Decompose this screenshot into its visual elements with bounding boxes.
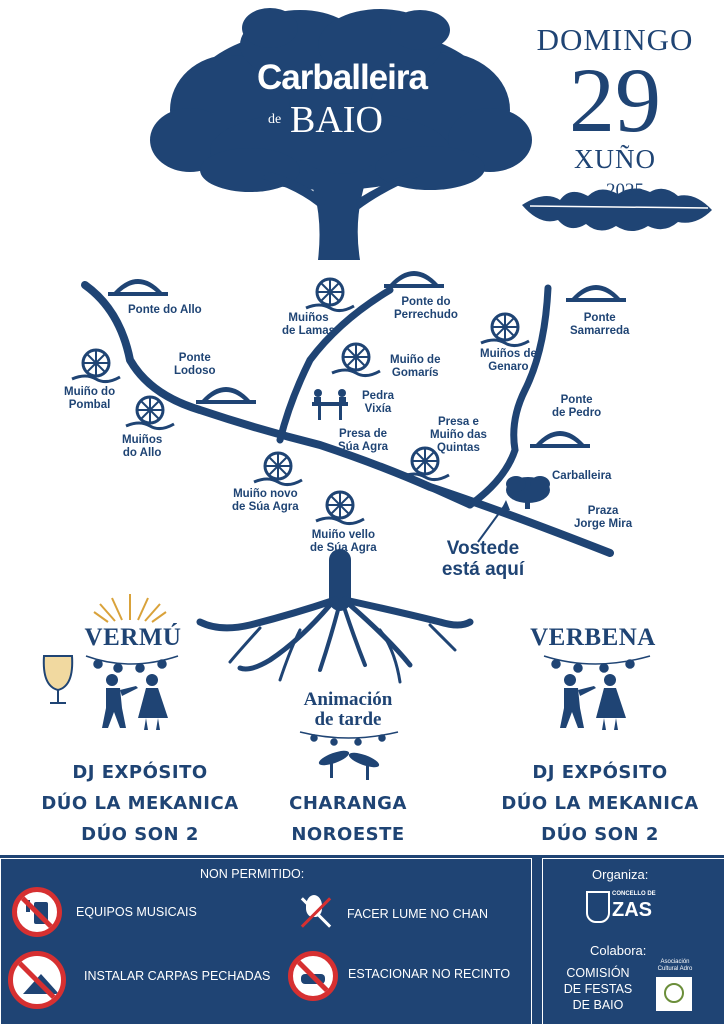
- here-arrow: [477, 500, 510, 543]
- watermill-icon: [331, 342, 381, 378]
- bridge-icon: [196, 387, 256, 404]
- act-item: DÚO SON 2: [81, 824, 199, 845]
- bridge-icon: [384, 271, 444, 288]
- poster-artwork: [42, 8, 712, 780]
- organiza-label: Organiza:: [592, 867, 649, 882]
- comision-label: COMISIÓN DE FESTAS DE BAIO: [563, 966, 633, 1012]
- map-label-ponte-samarreda: Ponte Samarreda: [570, 312, 630, 337]
- watermill-icon: [125, 395, 175, 431]
- watermill-icon: [71, 348, 121, 384]
- act-item: DÚO LA MEKANICA: [41, 793, 239, 814]
- title-de: de: [268, 112, 282, 127]
- event-vermu-title: VERMÚ: [84, 624, 182, 651]
- bridge-icon: [108, 279, 168, 296]
- concello-small-label: CONCELLO DE: [612, 891, 656, 897]
- date-year: 2025: [606, 180, 644, 201]
- event-tarde-acts: CHARANGA NOROESTE: [268, 788, 428, 850]
- map-label-carballeira: Carballeira: [552, 470, 612, 482]
- map-label-muinos-lamas: Muiños de Lamas: [282, 312, 336, 337]
- event-verbena-acts: DJ EXPÓSITO DÚO LA MEKANICA DÚO SON 2: [500, 757, 700, 850]
- picnic-table-icon: [312, 389, 348, 420]
- watermill-icon: [305, 277, 355, 313]
- event-vermu-acts: DJ EXPÓSITO DÚO LA MEKANICA DÚO SON 2: [40, 757, 240, 850]
- tree-roots-icon: [196, 549, 474, 684]
- footer: NON PERMITIDO: EQUIPOS MUSICAIS FACER LU…: [0, 855, 724, 1025]
- rule-item: EQUIPOS MUSICAIS: [76, 905, 197, 919]
- map-label-ponte-allo: Ponte do Allo: [128, 304, 202, 316]
- map-label-ponte-perrechudo: Ponte do Perrechudo: [394, 296, 458, 321]
- concello-label: ZAS: [612, 899, 652, 921]
- adro-logo: [656, 977, 692, 1011]
- title-place: BAIO: [290, 99, 383, 141]
- dancing-couple-icon: [102, 674, 168, 730]
- map-label-presa-quintas: Presa e Muiño das Quintas: [430, 416, 487, 454]
- small-tree-icon: [506, 476, 550, 509]
- rule-item: FACER LUME NO CHAN: [347, 907, 488, 921]
- act-item: CHARANGA: [289, 793, 407, 814]
- act-item: DJ EXPÓSITO: [72, 762, 208, 783]
- watermill-icon: [253, 451, 303, 487]
- act-item: DÚO SON 2: [541, 824, 659, 845]
- event-tarde-title: Animación de tarde: [303, 689, 393, 730]
- map-label-praza: Praza Jorge Mira: [574, 505, 633, 530]
- watermill-icon: [315, 490, 365, 526]
- map-label-muinos-allo: Muiños do Allo: [122, 434, 163, 459]
- asociacion-label: Asociación Cultural Adro: [657, 959, 693, 972]
- map-label-ponte-lodoso: Ponte Lodoso: [174, 352, 216, 377]
- date-weekday: DOMINGO: [536, 22, 694, 57]
- map-label-presa-sua-agra: Presa de Súa Agra: [338, 428, 389, 453]
- river-map: [81, 281, 614, 557]
- act-item: NOROESTE: [291, 824, 405, 845]
- event-verbena-title: VERBENA: [530, 624, 656, 651]
- no-tent-icon: [8, 951, 66, 1009]
- title-main: Carballeira: [257, 58, 428, 97]
- dancing-couple-icon: [560, 674, 626, 730]
- rules-heading: NON PERMITIDO:: [200, 867, 305, 881]
- no-parking-icon: [288, 951, 338, 1001]
- map-label-muino-vello: Muiño vello de Súa Agra: [310, 529, 377, 554]
- watermill-icon: [400, 446, 450, 482]
- map-label-muino-novo: Muiño novo de Súa Agra: [232, 488, 299, 513]
- oak-tree-icon: [150, 8, 532, 260]
- bridge-icon: [530, 431, 590, 448]
- oak-leaf-icon: [522, 188, 712, 231]
- map-label-muinos-genaro: Muiños de Genaro: [480, 348, 537, 373]
- organizers-box: [542, 858, 724, 1025]
- wine-glass-icon: [42, 655, 74, 704]
- watermill-icon: [480, 312, 530, 348]
- sunburst-icon: [93, 594, 167, 623]
- garland-icon: [299, 731, 399, 746]
- map-label-muino-pombal: Muiño do Pombal: [64, 386, 116, 411]
- act-item: DÚO LA MEKANICA: [501, 793, 699, 814]
- no-fire-icon: [296, 891, 332, 931]
- map-label-muino-gomaris: Muiño de Gomarís: [390, 354, 441, 379]
- rules-box: [0, 858, 532, 1025]
- map-label-pedra-vixia: Pedra Vixía: [362, 390, 394, 415]
- garland-icon: [85, 655, 179, 673]
- rule-item: ESTACIONAR NO RECINTO: [348, 967, 511, 981]
- date-day: 29: [569, 49, 661, 151]
- map-label-ponte-pedro: Ponte de Pedro: [552, 394, 602, 419]
- no-music-icon: [12, 887, 62, 937]
- you-are-here-label: Vostede está aquí: [441, 538, 525, 580]
- colabora-label: Colabora:: [590, 943, 647, 958]
- date-month: XUÑO: [574, 144, 656, 174]
- concello-shield-icon: [586, 891, 610, 923]
- rule-item: INSTALAR CARPAS PECHADAS: [84, 969, 271, 983]
- bridge-icon: [566, 285, 626, 302]
- garland-icon: [543, 655, 651, 673]
- act-item: DJ EXPÓSITO: [532, 762, 668, 783]
- cymbals-icon: [318, 750, 380, 780]
